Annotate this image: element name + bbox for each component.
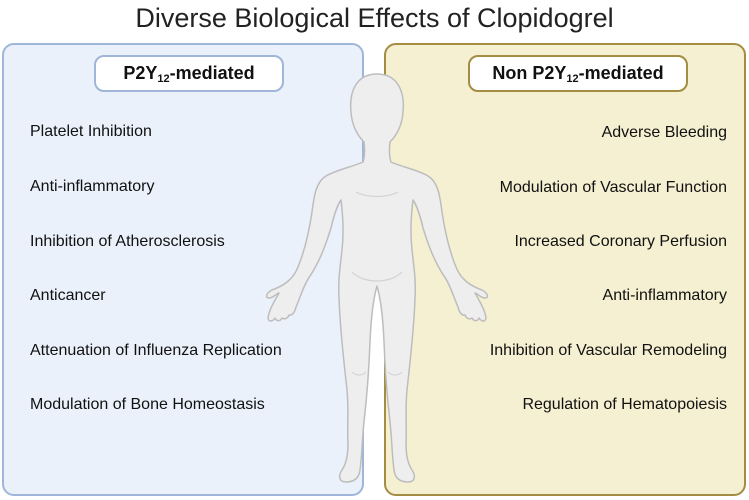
- chest-line: [355, 191, 399, 198]
- left-item-anticancer: Anticancer: [30, 287, 106, 304]
- header-subscript: 12: [566, 73, 579, 85]
- right-item-modulation-of-vascular-function: Modulation of Vascular Function: [499, 179, 727, 196]
- p2y12-mediated-header: P2Y12-mediated: [94, 55, 284, 92]
- left-item-modulation-of-bone-homeostasis: Modulation of Bone Homeostasis: [30, 396, 265, 413]
- left-item-inhibition-of-atherosclerosis: Inhibition of Atherosclerosis: [30, 233, 225, 250]
- header-prefix: P2Y: [123, 63, 158, 83]
- header-suffix: -mediated: [169, 63, 255, 83]
- non-p2y12-mediated-header: Non P2Y12-mediated: [468, 55, 688, 92]
- human-body-icon: [265, 73, 489, 483]
- right-item-regulation-of-hematopoiesis: Regulation of Hematopoiesis: [522, 396, 727, 413]
- header-subscript: 12: [157, 73, 170, 85]
- right-item-inhibition-of-vascular-remodeling: Inhibition of Vascular Remodeling: [489, 342, 727, 359]
- right-item-increased-coronary-perfusion: Increased Coronary Perfusion: [514, 233, 727, 250]
- knee-right-line: [387, 371, 403, 376]
- figure-title: Diverse Biological Effects of Clopidogre…: [135, 3, 614, 33]
- left-item-attenuation-of-influenza-replication: Attenuation of Influenza Replication: [30, 342, 282, 359]
- knee-left-line: [351, 371, 367, 376]
- header-suffix: -mediated: [578, 63, 664, 83]
- right-item-adverse-bleeding: Adverse Bleeding: [601, 124, 727, 141]
- hip-line: [351, 271, 403, 282]
- body-silhouette: [265, 73, 489, 483]
- right-item-anti-inflammatory: Anti-inflammatory: [602, 287, 727, 304]
- left-item-platelet-inhibition: Platelet Inhibition: [30, 123, 152, 140]
- header-prefix: Non P2Y: [492, 63, 567, 83]
- left-item-anti-inflammatory: Anti-inflammatory: [30, 178, 155, 195]
